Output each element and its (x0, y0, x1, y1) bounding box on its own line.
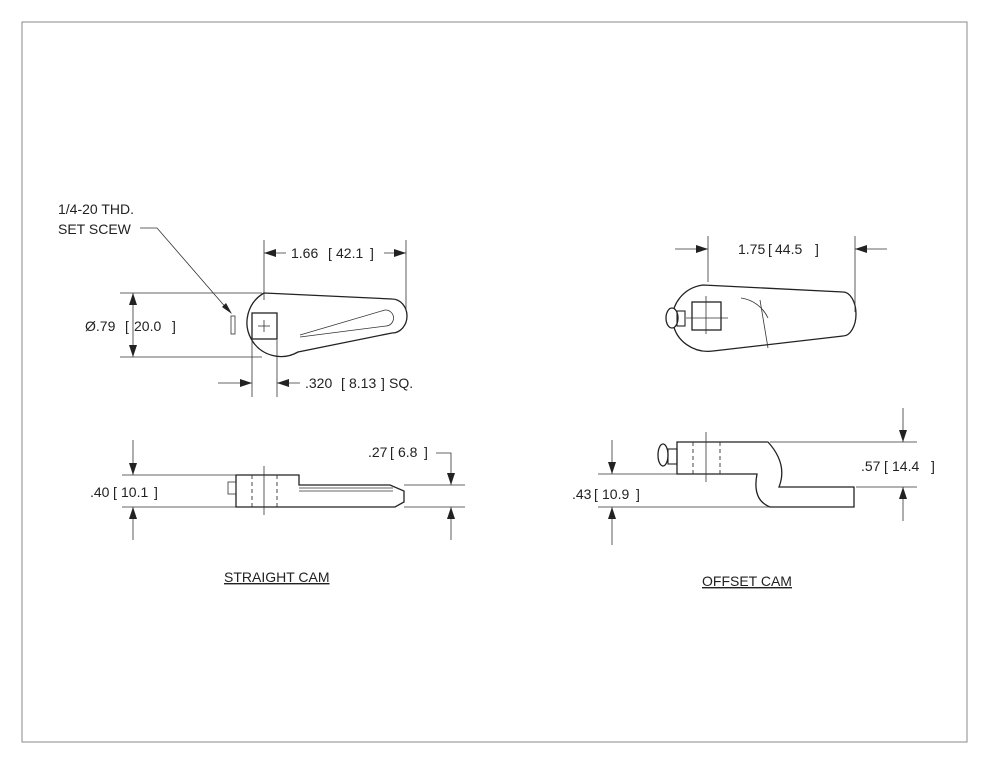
setscrew-label-line2: SET SCEW (58, 221, 132, 237)
straight-height-dimension: .40 [ 10.1 ] (90, 440, 236, 540)
straight-cam-top-view (230, 292, 408, 358)
bracket-close: ] (381, 375, 385, 391)
bracket-close: ] (636, 486, 640, 502)
straight-length-mm: 42.1 (336, 245, 363, 261)
offset-cam-side-view (657, 432, 855, 508)
straight-height-mm: 10.1 (121, 484, 148, 500)
bracket-open: [ (884, 458, 888, 474)
offset-length-dimension: 1.75 [ 44.5 ] (675, 236, 887, 312)
setscrew-leader: 1/4-20 THD. SET SCEW (58, 201, 232, 314)
straight-square-suffix: SQ. (389, 375, 413, 391)
offset-height-mm: 10.9 (602, 486, 629, 502)
offset-length-in: 1.75 (738, 241, 765, 257)
straight-square-in: .320 (305, 375, 332, 391)
offset-rise-mm: 14.4 (892, 458, 919, 474)
straight-cam-title: STRAIGHT CAM (224, 569, 330, 585)
straight-cam-side-view (227, 466, 405, 515)
bracket-open: [ (328, 245, 332, 261)
straight-arm-in: .27 (368, 444, 388, 460)
bracket-open: [ (594, 486, 598, 502)
straight-height-in: .40 (90, 484, 110, 500)
bracket-close: ] (931, 458, 935, 474)
straight-diameter-dimension: Ø.79 [ 20.0 ] (85, 292, 262, 358)
offset-cam-top-view (665, 284, 857, 352)
bracket-open: [ (125, 318, 129, 334)
bracket-open: [ (341, 375, 345, 391)
bracket-open: [ (113, 484, 117, 500)
straight-square-mm: 8.13 (349, 375, 376, 391)
setscrew-label-line1: 1/4-20 THD. (58, 201, 134, 217)
bracket-close: ] (172, 318, 176, 334)
bracket-open: [ (390, 444, 394, 460)
bracket-close: ] (815, 241, 819, 257)
offset-height-dimension: .43 [ 10.9 ] (572, 440, 770, 545)
bracket-close: ] (370, 245, 374, 261)
straight-square-dimension: .320 [ 8.13 ] SQ. (218, 340, 413, 397)
straight-arm-dimension: .27 [ 6.8 ] (368, 444, 465, 540)
offset-cam-title: OFFSET CAM (702, 573, 792, 589)
straight-diameter-in: Ø.79 (85, 318, 116, 334)
offset-rise-in: .57 (861, 458, 881, 474)
straight-length-in: 1.66 (291, 245, 318, 261)
drawing-border (21, 21, 968, 743)
bracket-close: ] (154, 484, 158, 500)
straight-arm-mm: 6.8 (398, 444, 418, 460)
offset-length-mm: 44.5 (775, 241, 802, 257)
offset-rise-dimension: .57 [ 14.4 ] (770, 408, 935, 521)
bracket-open: [ (768, 241, 772, 257)
straight-diameter-mm: 20.0 (134, 318, 161, 334)
straight-length-dimension: 1.66 [ 42.1 ] (263, 240, 407, 310)
bracket-close: ] (424, 444, 428, 460)
offset-height-in: .43 (572, 486, 592, 502)
